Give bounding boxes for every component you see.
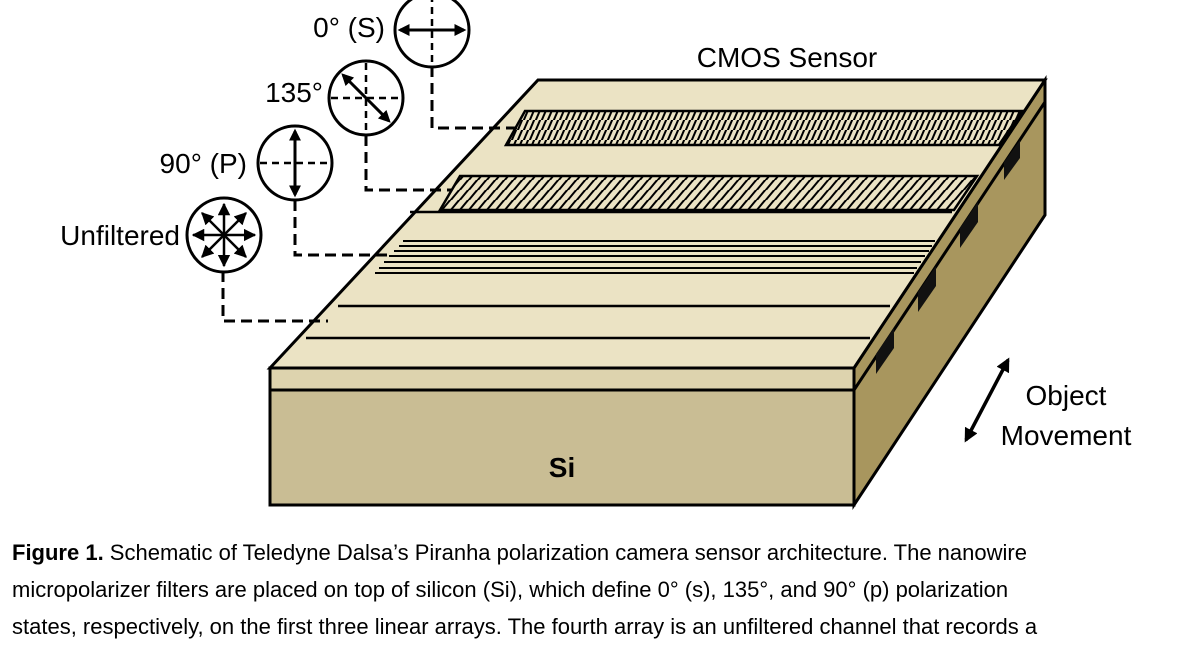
object-movement-arrow [964,357,1010,443]
side-pixel-blocks [876,140,1020,374]
sensor-diagram: 0° (S) 135° 90° (P) Unfiltered CMOS Sens… [60,0,1132,511]
leader-lines [221,66,520,323]
surface-dividers [306,210,952,340]
figure-label: Figure 1. [12,540,104,565]
filter-band-90deg [375,240,935,274]
filter-label-0deg: 0° (S) [313,12,385,43]
filter-label-90deg: 90° (P) [160,148,247,179]
caption-line-1-text: Schematic of Teledyne Dalsa’s Piranha po… [103,540,1027,565]
caption-line-2: micropolarizer filters are placed on top… [12,577,1009,602]
filter-layer-front-edge [268,366,856,392]
all-directions-arrow-icon [185,196,263,274]
movement-label-line2: Movement [1001,420,1132,451]
filter-label-unfiltered: Unfiltered [60,220,180,251]
figure-caption: Figure 1. Schematic of Teledyne Dalsa’s … [12,534,1200,645]
filter-band-135deg [437,174,980,212]
vertical-arrow-icon [256,124,334,202]
caption-line-3: states, respectively, on the first three… [12,614,1038,639]
sensor-top-surface [266,78,1048,370]
substrate-label: Si [549,452,575,483]
filter-label-135deg: 135° [265,77,323,108]
caption-line-1: Figure 1. Schematic of Teledyne Dalsa’s … [12,534,1200,571]
filter-band-0deg [503,109,1025,147]
substrate-front-face [268,388,856,507]
horizontal-arrow-icon [393,0,471,69]
movement-label-line1: Object [1026,380,1107,411]
diagonal-arrow-icon [327,59,405,137]
sensor-label: CMOS Sensor [697,42,878,73]
